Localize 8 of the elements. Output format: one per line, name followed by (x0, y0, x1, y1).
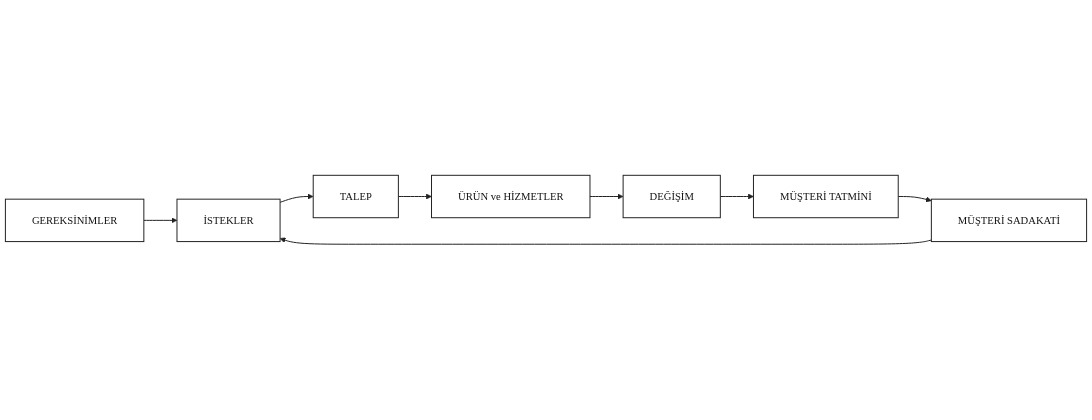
node-box: İSTEKLER (176, 198, 281, 243)
node-box: DEĞİŞİM (622, 175, 721, 219)
node-box: ÜRÜN ve HİZMETLER (431, 175, 591, 219)
node-box: TALEP (312, 175, 399, 219)
node-box: GEREKSİNİMLER (4, 198, 145, 243)
arrow (719, 193, 754, 200)
node-box: MÜŞTERİ TATMİNİ (752, 175, 899, 219)
node-box: MÜŞTERİ SADAKATİ (930, 198, 1088, 243)
